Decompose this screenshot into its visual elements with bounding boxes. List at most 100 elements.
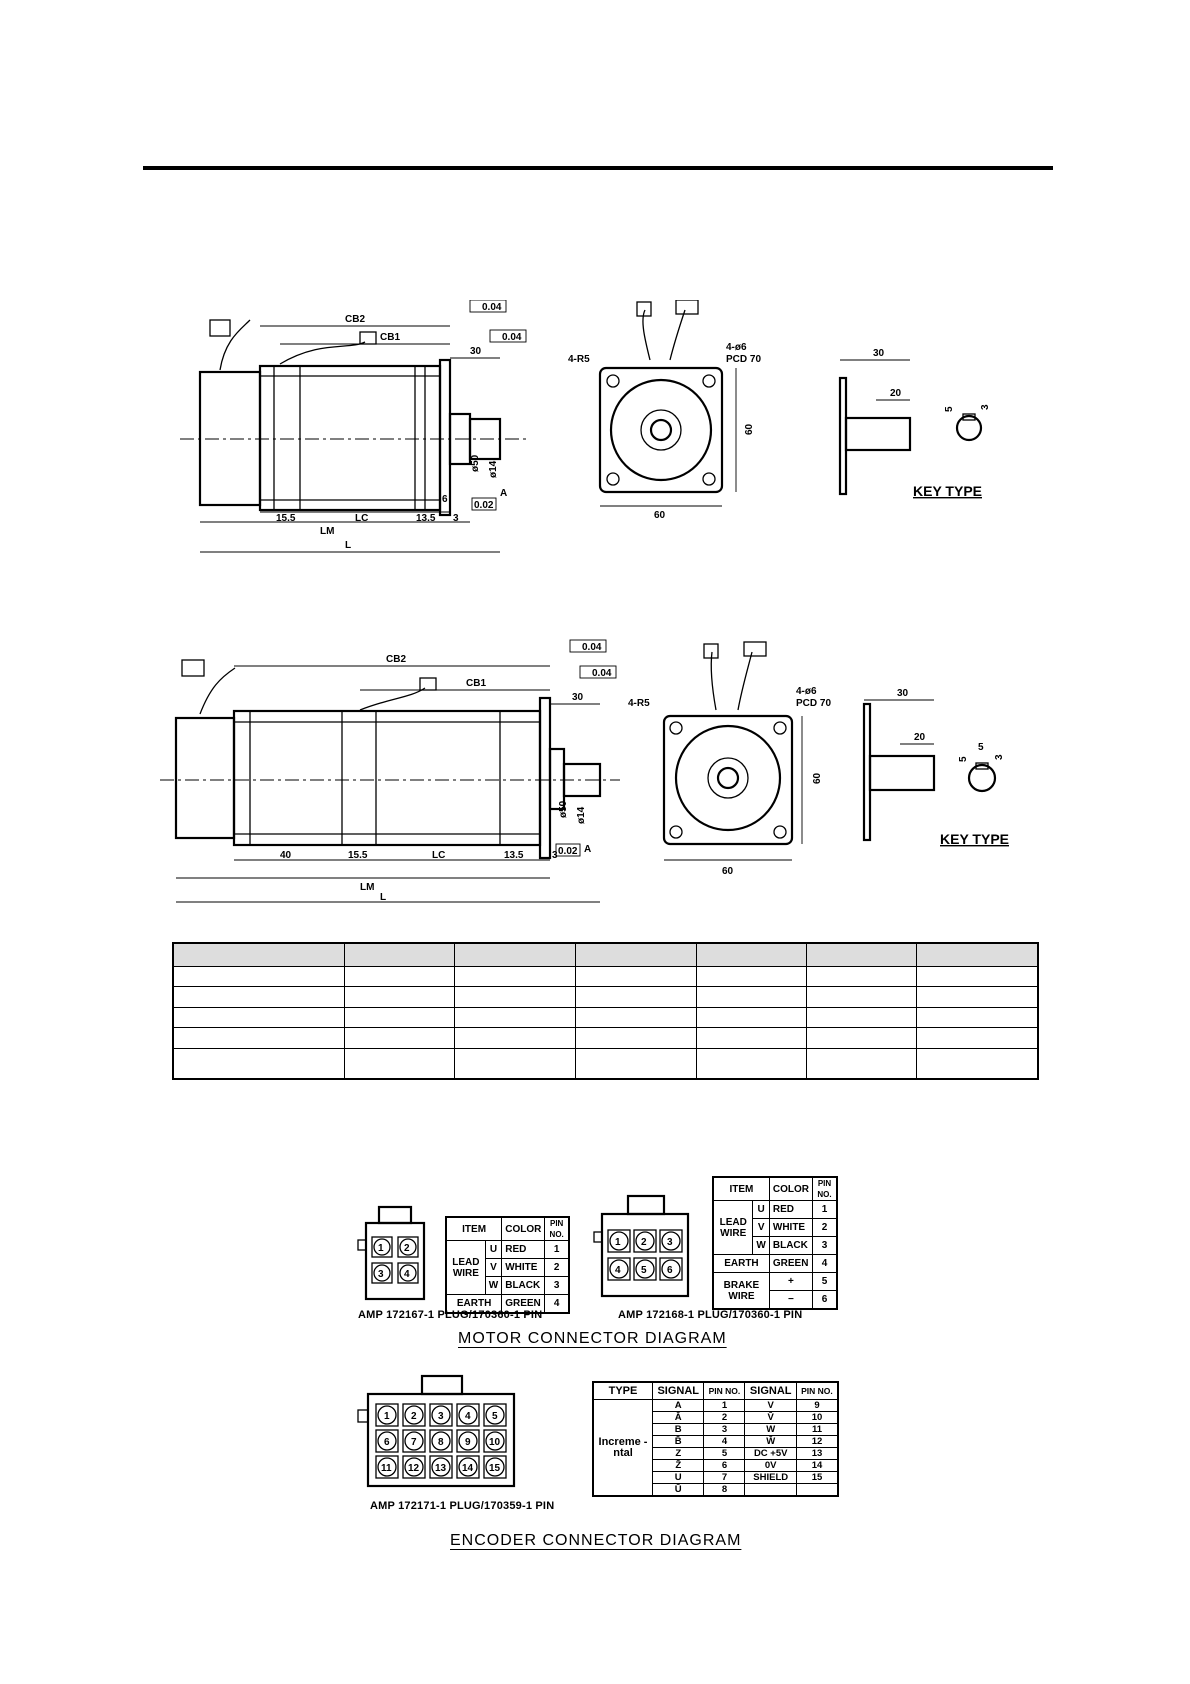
signal-cell: A [651, 1399, 705, 1412]
dim-4-r5-2: 4-R5 [628, 698, 650, 709]
pin-no: 6 [811, 1290, 838, 1310]
dim-shaft-50: ø50 [470, 454, 481, 472]
pin-cell: 2 [703, 1411, 746, 1424]
header-color: COLOR [501, 1216, 546, 1241]
front-view-1: 60 60 4-R5 4-ø6 PCD 70 [568, 300, 761, 521]
dim-3: 3 [453, 513, 459, 524]
key-dim-3: 3 [980, 404, 991, 410]
dim-lm-2: LM [360, 882, 374, 893]
encoder-pin-14: 14 [462, 1463, 474, 1474]
pin-cell: 13 [795, 1447, 839, 1460]
phase-u: U [484, 1240, 503, 1259]
motor-connector-6pin-plug: 1 2 3 4 5 6 [593, 1194, 690, 1298]
pin-3: 3 [378, 1269, 384, 1280]
pin-no: 4 [544, 1294, 570, 1314]
pin-cell: 7 [703, 1471, 746, 1484]
signal-cell: W [744, 1423, 797, 1436]
side-view-1: CB2 CB1 30 LM L 15.5 LC 13.5 3 6 ø50 ø14… [180, 300, 530, 553]
pin-cell: 10 [795, 1411, 839, 1424]
signal-cell: V [744, 1399, 797, 1412]
header-pin: PIN NO. [703, 1381, 746, 1400]
pin-no: 2 [811, 1218, 838, 1237]
encoder-pin-1: 1 [384, 1411, 390, 1422]
signal-cell: SHIELD [744, 1471, 797, 1484]
brake-wire-label: BRAKE WIRE [712, 1272, 770, 1310]
pin-cell: 5 [703, 1447, 746, 1460]
dim-4-holes-2: 4-ø6 [796, 686, 817, 697]
signal-cell: V̄ [744, 1411, 797, 1424]
type-incremental: Increme -ntal [592, 1399, 653, 1497]
spec-table-row [172, 1047, 1039, 1080]
dim-4-r5: 4-R5 [568, 354, 590, 365]
pin-cell: 1 [703, 1399, 746, 1412]
spec-table-row [172, 1006, 1039, 1029]
color-black: BLACK [768, 1236, 813, 1255]
dim-13-5-2: 13.5 [504, 850, 524, 861]
pin-cell: 3 [703, 1423, 746, 1436]
header-color: COLOR [768, 1176, 813, 1201]
pin-cell: 6 [703, 1459, 746, 1472]
header-item: ITEM [445, 1216, 503, 1241]
key-type-label-2: KEY TYPE [940, 831, 1009, 847]
tol-runout-1-2: 0.04 [582, 642, 602, 653]
color-white: WHITE [501, 1258, 546, 1277]
dim-60-width-2: 60 [722, 866, 734, 877]
servo-motor-drawing-2: CB2 CB1 30 40 15.5 LC 13.5 3 LM L ø50 ø1… [160, 639, 1009, 903]
key-dim-20-2: 20 [914, 732, 926, 743]
encoder-cover [198, 370, 262, 507]
dim-30-2: 30 [572, 692, 584, 703]
pin-cell: 11 [795, 1423, 839, 1436]
color-black: BLACK [501, 1276, 546, 1295]
dim-cb2-2: CB2 [386, 654, 406, 665]
dim-shaft-50-2: ø50 [558, 800, 569, 818]
phase-w: W [752, 1236, 770, 1255]
signal-cell: U [651, 1471, 705, 1484]
signal-cell: Ā [651, 1411, 705, 1424]
front-view-2: 60 60 4-R5 4-ø6 PCD 70 [628, 641, 831, 877]
key-dim-5-top-2: 5 [978, 742, 984, 753]
encoder-cover-2 [174, 716, 236, 840]
dim-lc: LC [355, 513, 368, 524]
header-signal: SIGNAL [651, 1381, 705, 1400]
motor-body-2 [232, 709, 542, 847]
dim-3-2: 3 [552, 850, 558, 861]
key-type-1: 30 20 5 3 KEY TYPE [838, 348, 991, 499]
pin-cell: 9 [795, 1399, 839, 1412]
pin-1: 1 [378, 1243, 384, 1254]
dim-pcd: PCD 70 [726, 354, 761, 365]
pin-5: 5 [641, 1265, 647, 1276]
encoder-pin-3: 3 [438, 1411, 444, 1422]
color-green: GREEN [768, 1254, 813, 1273]
dim-40: 40 [280, 850, 292, 861]
motor-body [258, 364, 442, 512]
header-pin-2: PIN NO. [795, 1381, 839, 1400]
dim-l: L [345, 540, 351, 551]
encoder-pin-8: 8 [438, 1437, 444, 1448]
pin-cell: 12 [795, 1435, 839, 1448]
pin-3: 3 [667, 1237, 673, 1248]
pin-no: 3 [811, 1236, 838, 1255]
phase-u: U [752, 1200, 770, 1219]
dim-lc-2: LC [432, 850, 445, 861]
brake-plus: + [768, 1272, 813, 1291]
encoder-pin-10: 10 [489, 1437, 501, 1448]
dim-60-height: 60 [744, 423, 755, 435]
tol-runout-2-2: 0.04 [592, 668, 612, 679]
side-view-2: CB2 CB1 30 40 15.5 LC 13.5 3 LM L ø50 ø1… [160, 639, 620, 903]
motor-connector-title: MOTOR CONNECTOR DIAGRAM [458, 1330, 727, 1347]
header-pin: PIN NO. [544, 1216, 570, 1241]
dim-l-2: L [380, 892, 386, 903]
encoder-pin-4: 4 [465, 1411, 471, 1422]
encoder-pin-9: 9 [465, 1437, 471, 1448]
pin-no: 5 [811, 1272, 838, 1291]
encoder-pin-7: 7 [411, 1437, 417, 1448]
encoder-caption: AMP 172171-1 PLUG/170359-1 PIN [370, 1500, 555, 1512]
dim-shaft-14-2: ø14 [576, 806, 587, 824]
key-type-2: 30 20 5 5 3 KEY TYPE [862, 688, 1009, 847]
key-dim-5-side: 5 [944, 406, 955, 412]
